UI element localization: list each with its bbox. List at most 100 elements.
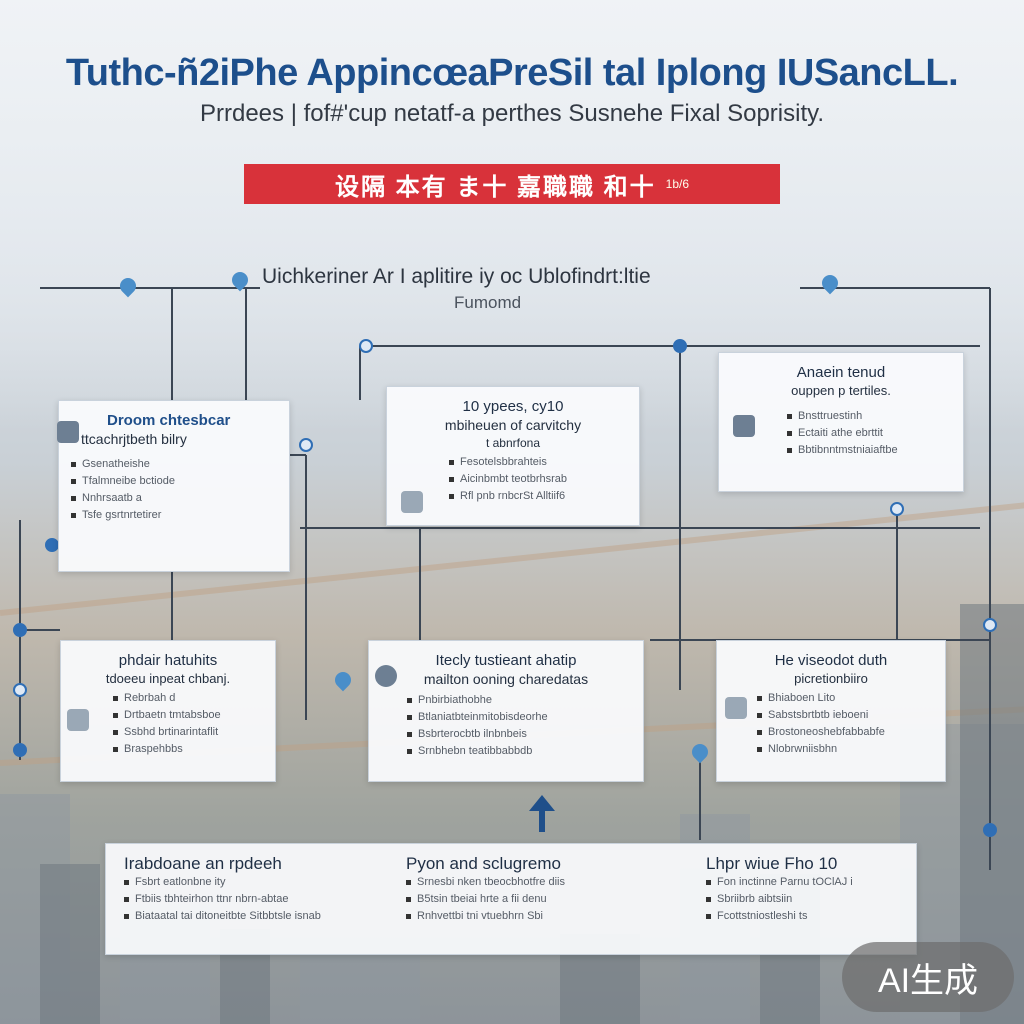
list-item-text: Fon inctinne Parnu tOClAJ i bbox=[717, 876, 853, 888]
bullet-icon bbox=[71, 479, 76, 484]
list-item: Bnsttruestinh bbox=[787, 408, 951, 425]
shield-icon bbox=[67, 709, 89, 731]
list-item: Bbtibnntmstniaiaftbe bbox=[787, 442, 951, 459]
card-top-left: Droom chtesbcar ttcachrjtbeth bilry Gsen… bbox=[57, 400, 290, 572]
bullet-icon bbox=[787, 414, 792, 419]
bullet-icon bbox=[449, 494, 454, 499]
bullet-icon bbox=[124, 897, 129, 902]
list-item: Rebrbah d bbox=[113, 690, 263, 707]
list-item-text: Rnhvettbi tni vtuebhrn Sbi bbox=[417, 910, 543, 922]
bullet-icon bbox=[787, 431, 792, 436]
connector-node bbox=[13, 743, 27, 757]
list-item: Nlobrwniisbhn bbox=[757, 741, 933, 758]
list-item: Rnhvettbi tni vtuebhrn Sbi bbox=[406, 908, 565, 925]
card-subtitle: ouppen p tertiles. bbox=[791, 383, 891, 398]
list-item-text: Brostoneoshebfabbabfe bbox=[768, 726, 885, 738]
list-item-text: Ssbhd brtinarintaflit bbox=[124, 726, 219, 738]
bullet-icon bbox=[113, 730, 118, 735]
bullet-icon bbox=[757, 747, 762, 752]
bullet-icon bbox=[706, 914, 711, 919]
bullet-icon bbox=[706, 897, 711, 902]
bullet-icon bbox=[449, 477, 454, 482]
card-title: Itecly tustieant ahatip bbox=[435, 652, 577, 669]
card-subtitle: mailton ooning charedatas bbox=[423, 671, 589, 687]
list-item: Rfl pnb rnbcrSt Alltiif6 bbox=[449, 488, 627, 505]
list-item-text: Srnesbi nken tbeocbhotfre diis bbox=[417, 876, 565, 888]
connector-node bbox=[673, 339, 687, 353]
list-item: Srnbhebn teatibbabbdb bbox=[407, 743, 631, 760]
column-title: Lhpr wiue Fho 10 bbox=[706, 854, 838, 873]
document-icon bbox=[733, 415, 755, 437]
list-item: Brostoneoshebfabbabfe bbox=[757, 724, 933, 741]
connector-node bbox=[45, 538, 59, 552]
card-mid-right: He viseodot duth picretionbiiro Bhiaboen… bbox=[716, 640, 946, 782]
list-item: Fcottstniostleshi ts bbox=[706, 908, 853, 925]
list-item-text: Fsbrt eatlonbne ity bbox=[135, 876, 226, 888]
bullet-icon bbox=[113, 713, 118, 718]
bullet-icon bbox=[113, 696, 118, 701]
section-label: Uichkeriner Ar I aplitire iy oc Ublofind… bbox=[262, 265, 651, 288]
bullet-icon bbox=[757, 696, 762, 701]
card-lines: Fesotelsbbrahteis Aicinbmbt teotbrhsrab … bbox=[399, 454, 627, 505]
list-item: Fesotelsbbrahteis bbox=[449, 454, 627, 471]
bullet-icon bbox=[71, 513, 76, 518]
card-subtitle: tdoeeu inpeat chbanj. bbox=[105, 671, 231, 686]
bullet-icon bbox=[757, 730, 762, 735]
bullet-icon bbox=[706, 880, 711, 885]
ai-generated-badge: AI生成 bbox=[842, 942, 1014, 1012]
list-item-text: Btlaniatbteinmitobisdeorhe bbox=[418, 711, 548, 723]
bullet-icon bbox=[757, 713, 762, 718]
list-item-text: Drtbaetn tmtabsboe bbox=[124, 709, 221, 721]
card-top-middle: 10 ypees, cy10 mbiheuen of carvitchy t a… bbox=[386, 386, 640, 526]
list-item-text: Srnbhebn teatibbabbdb bbox=[418, 745, 533, 757]
banner-text: 设隔 本有 ま十 嘉職職 和十 bbox=[334, 173, 656, 201]
list-item-text: Gsenatheishe bbox=[82, 458, 150, 470]
list-item-text: Pnbirbiathobhe bbox=[418, 694, 493, 706]
bullet-icon bbox=[113, 747, 118, 752]
arrow-icon bbox=[401, 491, 423, 513]
list-item-text: Ftbiis tbhteirhon ttnr nbrn-abtae bbox=[135, 893, 289, 905]
list-item: Btlaniatbteinmitobisdeorhe bbox=[407, 709, 631, 726]
card-title: He viseodot duth bbox=[774, 652, 888, 669]
red-banner: 设隔 本有 ま十 嘉職職 和十 1b/6 bbox=[244, 164, 780, 204]
bottom-summary-bar: Irabdoane an rpdeeh Fsbrt eatlonbne ity … bbox=[105, 843, 917, 955]
page-title: Tuthc-ñ2iPhe AppincœaPreSil tal Iplong I… bbox=[65, 52, 959, 94]
list-item-text: Nnhrsaatb a bbox=[82, 492, 142, 504]
connector-node bbox=[13, 683, 27, 697]
arrow-up-icon bbox=[529, 795, 555, 811]
card-lines: Bhiaboen Lito Sabstsbrtbtb ieboeni Brost… bbox=[729, 690, 933, 758]
list-item: Ectaiti athe ebrttit bbox=[787, 425, 951, 442]
list-item-text: Rebrbah d bbox=[124, 692, 176, 704]
section-sublabel: Fumomd bbox=[454, 293, 522, 312]
card-lines: Rebrbah d Drtbaetn tmtabsboe Ssbhd brtin… bbox=[73, 690, 263, 758]
summary-column-3: Lhpr wiue Fho 10 Fon inctinne Parnu tOCl… bbox=[706, 854, 853, 925]
bullet-icon bbox=[407, 749, 412, 754]
list-item-text: Nlobrwniisbhn bbox=[768, 743, 838, 755]
card-mid-left: phdair hatuhits tdoeeu inpeat chbanj. Re… bbox=[60, 640, 276, 782]
list-item: Fsbrt eatlonbne ity bbox=[124, 874, 321, 891]
list-item-text: Fesotelsbbrahteis bbox=[460, 456, 547, 468]
list-item-text: Tsfe gsrtnrtetirer bbox=[82, 509, 162, 521]
list-item: Pnbirbiathobhe bbox=[407, 692, 631, 709]
gear-icon bbox=[725, 697, 747, 719]
list-item: Srnesbi nken tbeocbhotfre diis bbox=[406, 874, 565, 891]
column-title: Irabdoane an rpdeeh bbox=[124, 854, 282, 873]
banner-small-text: 1b/6 bbox=[665, 177, 690, 191]
list-item-text: B5tsin tbeiai hrte a fii denu bbox=[417, 893, 547, 905]
user-icon bbox=[375, 665, 397, 687]
building bbox=[40, 864, 100, 1024]
list-item: Fon inctinne Parnu tOClAJ i bbox=[706, 874, 853, 891]
bullet-icon bbox=[124, 914, 129, 919]
page-subtitle: Prrdees | fof#'cup netatf-a perthes Susn… bbox=[199, 100, 825, 127]
summary-column-2: Pyon and sclugremo Srnesbi nken tbeocbho… bbox=[406, 854, 565, 925]
column-title: Pyon and sclugremo bbox=[406, 854, 561, 873]
list-item-text: Rfl pnb rnbcrSt Alltiif6 bbox=[460, 490, 566, 502]
connector-node bbox=[983, 618, 997, 632]
list-item-text: Fcottstniostleshi ts bbox=[717, 910, 808, 922]
bullet-icon bbox=[406, 897, 411, 902]
card-subtitle: picretionbiiro bbox=[794, 671, 868, 686]
list-item-text: Bsbrterocbtb ilnbnbeis bbox=[418, 728, 527, 740]
card-subtitle: ttcachrjtbeth bilry bbox=[81, 431, 187, 447]
list-item-text: Biataatal tai ditoneitbte Sitbbtsle isna… bbox=[135, 910, 321, 922]
bullet-icon bbox=[406, 880, 411, 885]
